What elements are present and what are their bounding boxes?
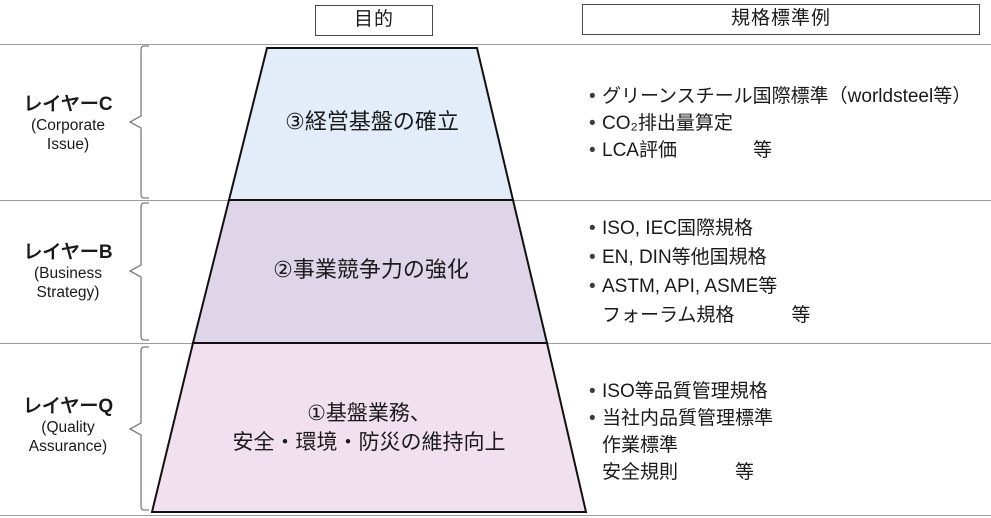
list-item-text: ISO, IEC国際規格: [602, 218, 753, 239]
layer-q-purpose-line2: 安全・環境・防災の維持向上: [232, 431, 506, 454]
layer-c-standards-list: • グリーンスチール国際標準（worldsteel等） • CO₂排出量算定 • LC…: [589, 83, 971, 164]
list-item-text: ISO等品質管理規格: [602, 381, 768, 402]
layer-q-subtitle-line1: (Quality: [41, 419, 95, 436]
layer-b-label: レイヤーB (Business Strategy): [0, 242, 136, 302]
list-item-continuation: 作業標準: [589, 432, 773, 459]
bullet-icon: •: [589, 381, 596, 402]
layer-q-name: レイヤーQ: [22, 396, 114, 417]
list-item-text: ASTM, API, ASME等: [602, 276, 778, 297]
list-item: • ISO等品質管理規格: [589, 378, 773, 405]
list-item-text: 作業標準: [602, 435, 679, 456]
list-item: • LCA評価 等: [589, 137, 971, 164]
bullet-icon: •: [589, 218, 596, 239]
layer-q-subtitle-line2: Assurance): [28, 438, 108, 455]
layer-b-standards-list: • ISO, IEC国際規格 • EN, DIN等他国規格 • ASTM, API, …: [589, 214, 810, 330]
layer-c-subtitle-line1: (Corporate: [30, 117, 106, 134]
layer-c-purpose: ③経営基盤の確立: [285, 109, 459, 134]
pyramid-layer-q-shape: [150, 342, 588, 513]
list-item-text: 当社内品質管理標準: [602, 408, 774, 429]
purpose-column-header: 目的: [315, 5, 433, 36]
layer-b-subtitle-line2: Strategy): [36, 284, 100, 301]
layer-b-brace: [128, 202, 149, 341]
layer-q-purpose: ①基盤業務、 安全・環境・防災の維持向上: [219, 399, 519, 457]
layer-q-standards-list: • ISO等品質管理規格 • 当社内品質管理標準 作業標準 安全規則 等: [589, 378, 773, 486]
layer-q-purpose-line1: ①基盤業務、: [307, 402, 431, 425]
bullet-icon: •: [589, 86, 596, 107]
divider-line-top: [0, 44, 991, 45]
layer-b-purpose: ②事業競争力の強化: [273, 257, 469, 282]
layer-q-label: レイヤーQ (Quality Assurance): [0, 396, 136, 456]
list-item-continuation: 安全規則 等: [589, 459, 773, 486]
list-item-text: グリーンスチール国際標準（worldsteel等）: [602, 86, 972, 107]
list-item: • グリーンスチール国際標準（worldsteel等）: [589, 83, 971, 110]
layer-b-subtitle-line1: (Business: [33, 265, 103, 282]
bullet-icon: •: [589, 140, 596, 161]
bullet-icon: •: [589, 276, 596, 297]
list-item-text: フォーラム規格 等: [602, 305, 811, 326]
layer-b-name: レイヤーB: [23, 242, 113, 263]
standards-column-header: 規格標準例: [582, 4, 980, 35]
list-item: • 当社内品質管理標準: [589, 405, 773, 432]
list-item-text: 安全規則 等: [602, 462, 755, 483]
divider-line-bottom: [0, 515, 991, 516]
list-item: • ASTM, API, ASME等: [589, 272, 810, 301]
list-item: • ISO, IEC国際規格: [589, 214, 810, 243]
layer-c-label: レイヤーC (Corporate Issue): [0, 94, 136, 154]
list-item-text: CO₂排出量算定: [602, 113, 733, 134]
layer-c-subtitle-line2: Issue): [46, 136, 90, 153]
list-item: • EN, DIN等他国規格: [589, 243, 810, 272]
layer-c-name: レイヤーC: [23, 94, 113, 115]
bullet-icon: •: [589, 113, 596, 134]
list-item-text: EN, DIN等他国規格: [602, 247, 767, 268]
bullet-icon: •: [589, 408, 596, 429]
layer-q-brace: [128, 346, 149, 511]
layer-c-brace: [128, 45, 149, 199]
list-item-text: LCA評価 等: [602, 140, 772, 161]
list-item-continuation: フォーラム規格 等: [589, 301, 810, 330]
list-item: • CO₂排出量算定: [589, 110, 971, 137]
bullet-icon: •: [589, 247, 596, 268]
